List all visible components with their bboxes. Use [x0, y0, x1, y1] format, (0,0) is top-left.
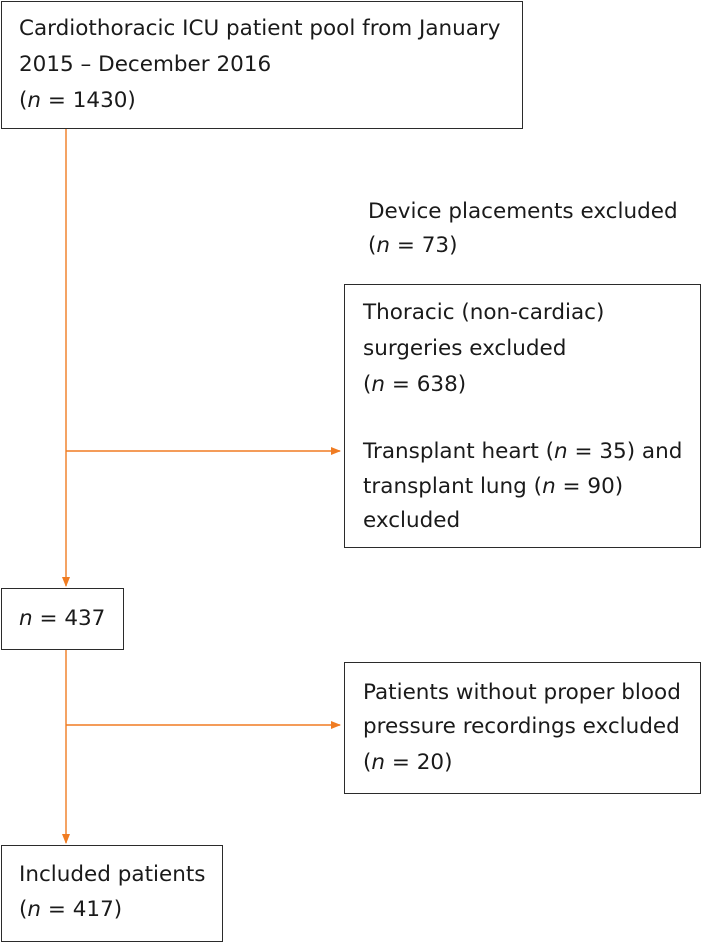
- included-n-symbol: n: [27, 897, 42, 922]
- transplant-line-2-pre: transplant lung (: [363, 474, 543, 499]
- transplant-line-2-post: = 90): [555, 474, 624, 499]
- device-n-symbol: n: [376, 233, 391, 258]
- bp-line-1: Patients without proper blood: [363, 680, 681, 705]
- transplant-line-1: Transplant heart (n = 35) and: [363, 435, 682, 468]
- pool-line-1: Cardiothoracic ICU patient pool from Jan…: [19, 16, 501, 41]
- included-count: (n = 417): [19, 897, 123, 922]
- transplant-line-1-post: = 35) and: [567, 439, 683, 464]
- box-included-patients: [1, 845, 223, 942]
- device-n-value: = 73): [390, 233, 458, 258]
- thoracic-line-1: Thoracic (non-cardiac): [363, 300, 605, 325]
- box-patient-pool: [1, 1, 523, 129]
- transplant-line-1-pre: Transplant heart (: [363, 439, 555, 464]
- bp-count: (n = 20): [363, 750, 453, 775]
- device-line-1: Device placements excluded: [368, 199, 678, 224]
- bp-n-symbol: n: [371, 750, 386, 775]
- bp-line-2: pressure recordings excluded: [363, 714, 680, 739]
- pool-n-symbol: n: [27, 88, 42, 113]
- mid-count: n = 437: [19, 602, 105, 635]
- pool-count: (n = 1430): [19, 88, 136, 113]
- pool-line-2: 2015 – December 2016: [19, 52, 272, 77]
- included-line-1: Included patients: [19, 862, 206, 887]
- transplant-line-2: transplant lung (n = 90): [363, 470, 623, 503]
- included-n-value: = 417): [41, 897, 123, 922]
- transplant-line-1-n: n: [554, 439, 568, 464]
- mid-n-symbol: n: [19, 606, 33, 631]
- thoracic-n-value: = 638): [385, 372, 467, 397]
- box-exclusions: [344, 284, 701, 548]
- transplant-line-3: excluded: [363, 508, 461, 533]
- bp-n-value: = 20): [385, 750, 453, 775]
- pool-n-value: = 1430): [41, 88, 136, 113]
- transplant-line-2-n: n: [542, 474, 556, 499]
- thoracic-n-symbol: n: [371, 372, 386, 397]
- thoracic-count: (n = 638): [363, 372, 467, 397]
- mid-n-value: = 437: [32, 606, 106, 631]
- box-n-437: [1, 588, 124, 650]
- box-bp-exclusion: [344, 662, 701, 794]
- thoracic-line-2: surgeries excluded: [363, 336, 567, 361]
- device-count: (n = 73): [368, 233, 458, 258]
